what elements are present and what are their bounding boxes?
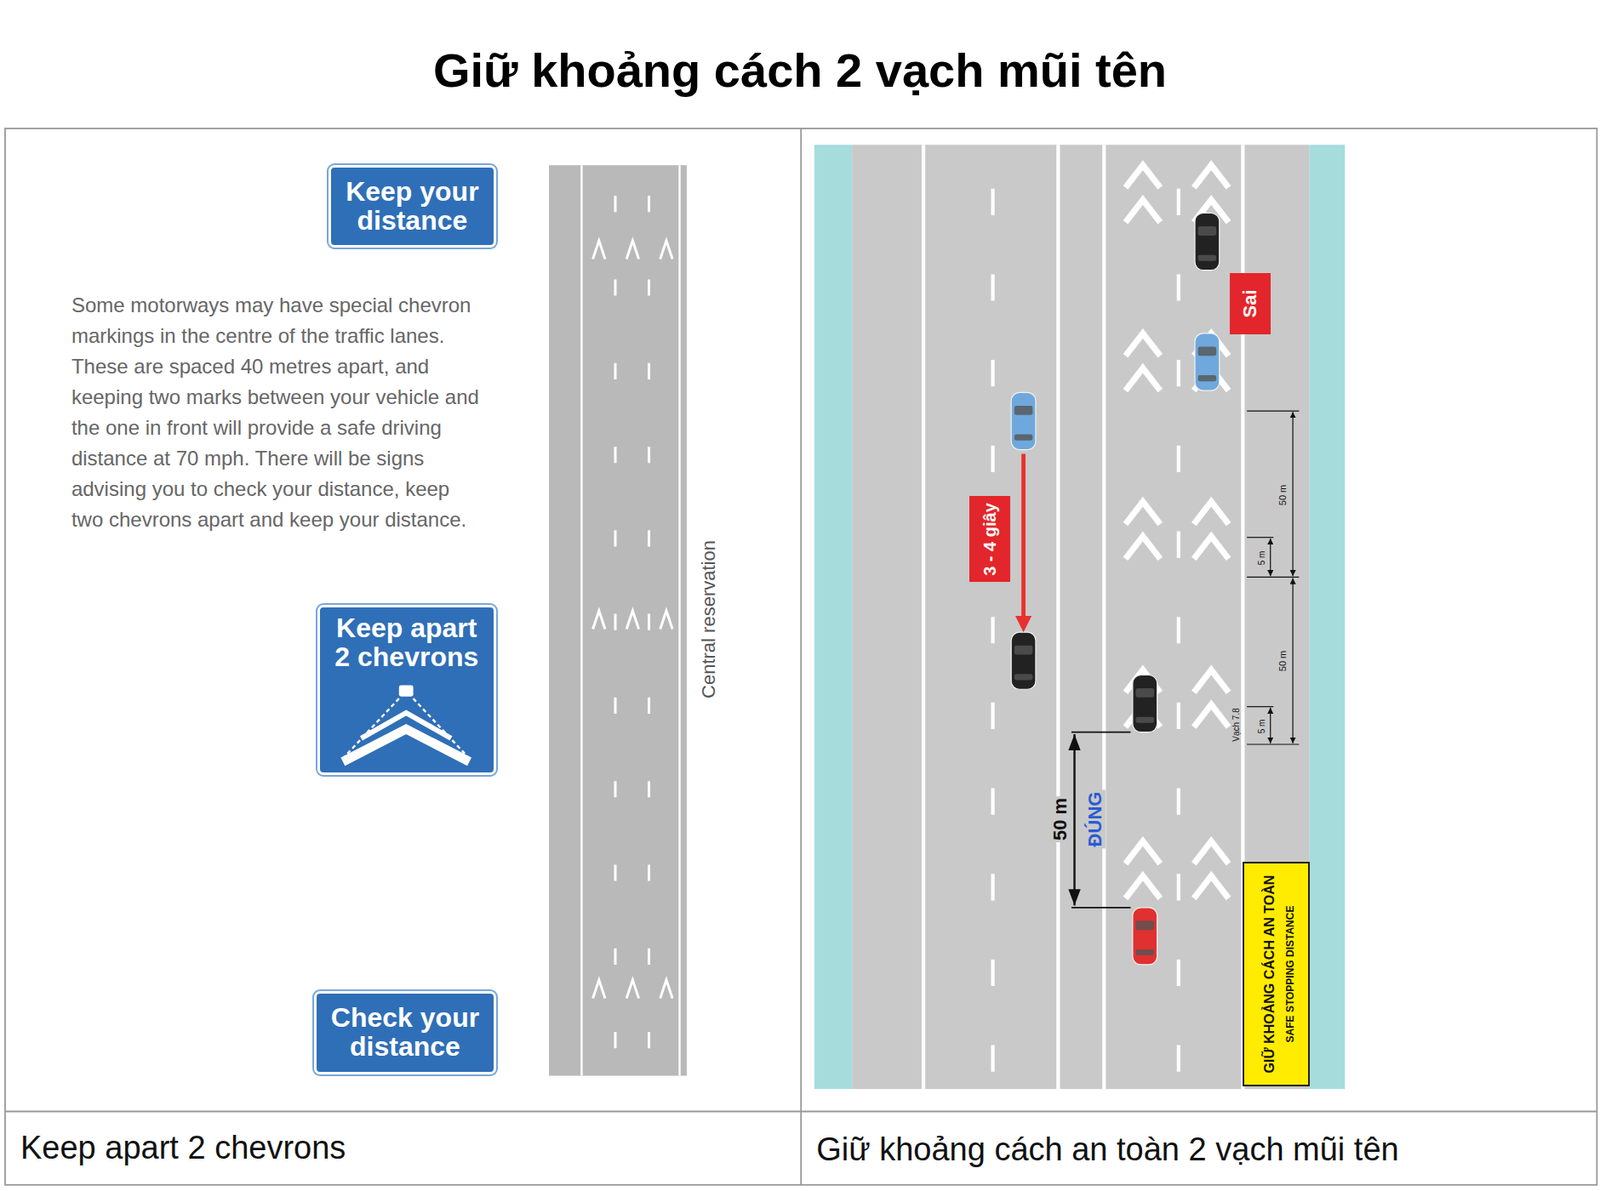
extension-line [1246,577,1299,578]
chevron-mark [593,240,606,260]
car [1194,213,1220,271]
dimension-label: 50 m [1277,651,1288,672]
extension-line [1246,706,1274,708]
marking-label: Vạch 7.8 [1230,707,1240,744]
status-label: ĐÚNG [1084,789,1105,849]
car [1132,674,1158,732]
road-strip [548,165,687,1076]
dimension-line [1269,538,1271,577]
table-cell: Keep apart 2 chevrons [20,1129,346,1166]
road-edge-line [580,165,583,1076]
chevron-mark [626,240,639,260]
table-rule [800,128,802,1186]
lane-dash [613,195,617,1061]
dimension-label: 50 m [1050,796,1071,843]
lane-line [1102,144,1106,1090]
sign-text: GIỮ KHOẢNG CÁCH AN TOÀN [1262,875,1278,1075]
sign-text: Keep your distance [337,177,487,235]
chevron-pair [1125,841,1160,899]
road-sign: Keep apart 2 chevrons [317,605,497,776]
lane-line [1056,144,1060,1090]
description-text: Some motorways may have special chevron … [71,290,486,536]
road [851,144,1309,1090]
extension-line [1071,907,1132,909]
road-sign: Check your distance [314,991,496,1075]
lane-line [921,144,926,1090]
dimension-label: 50 m [1277,484,1288,505]
lane-dash [1177,188,1181,1090]
dimension-line [1269,708,1271,744]
warning-tag: Sai [1229,273,1271,335]
car [1011,392,1036,450]
chevron-icon [360,713,452,739]
extension-line [1246,410,1299,412]
distance-sign: GIỮ KHOẢNG CÁCH AN TOÀN SAFE STOPPING DIS… [1242,862,1310,1087]
sight-line [342,698,400,760]
chevron-mark [660,980,673,1000]
car [1194,333,1220,391]
chevron-pair [1194,841,1229,899]
lane-dash [647,195,651,1061]
table-rule [5,1111,1597,1114]
chevron-mark [660,611,673,630]
sign-text: 3 - 4 giây [980,502,999,577]
chevron-mark [660,240,673,260]
chevron-pair [1125,165,1160,223]
sight-line [413,698,470,760]
road-edge-line [678,165,680,1076]
chevron-mark [593,611,606,630]
road-label: Central reservation [698,540,720,699]
extension-line [1071,731,1132,734]
chevron-pair [1125,333,1160,391]
road-sign: Keep your distance [328,165,497,248]
table-frame [5,128,1597,1186]
chevron-pair [1194,333,1229,391]
sign-text: SAFE STOPPING DISTANCE [1285,906,1297,1044]
chevron-pair [1194,502,1229,560]
verge [814,144,852,1090]
car [1011,632,1036,690]
extension-line [1246,743,1299,745]
table-cell: Giữ khoảng cách an toàn 2 vạch mũi tên [816,1131,1400,1169]
chevron-mark [626,611,639,630]
dimension-label: 5 m [1256,719,1266,734]
chevron-icon [342,729,470,762]
car-icon [399,685,414,697]
sign-text: Keep apart 2 chevrons [326,614,487,672]
sign-text: Check your distance [323,1004,486,1062]
car [1132,908,1158,966]
lane-dash [991,188,995,1090]
extension-line [1246,537,1274,538]
dimension-line [1073,734,1075,906]
dimension-label: 5 m [1256,550,1266,566]
time-arrow [1021,453,1026,618]
sign-text: Sai [1240,290,1260,319]
chevron-pair [1125,502,1160,560]
chevron-mark [593,980,606,1000]
time-arrow-head [1015,616,1032,633]
verge [1308,144,1345,1090]
chevron-pair [1194,670,1229,728]
title: Giữ khoảng cách 2 vạch mũi tên [433,41,1167,98]
chevron-mark [626,980,639,1000]
time-tag: 3 - 4 giây [969,496,1011,583]
dimension-line [1292,411,1294,577]
dimension-line [1292,578,1294,744]
